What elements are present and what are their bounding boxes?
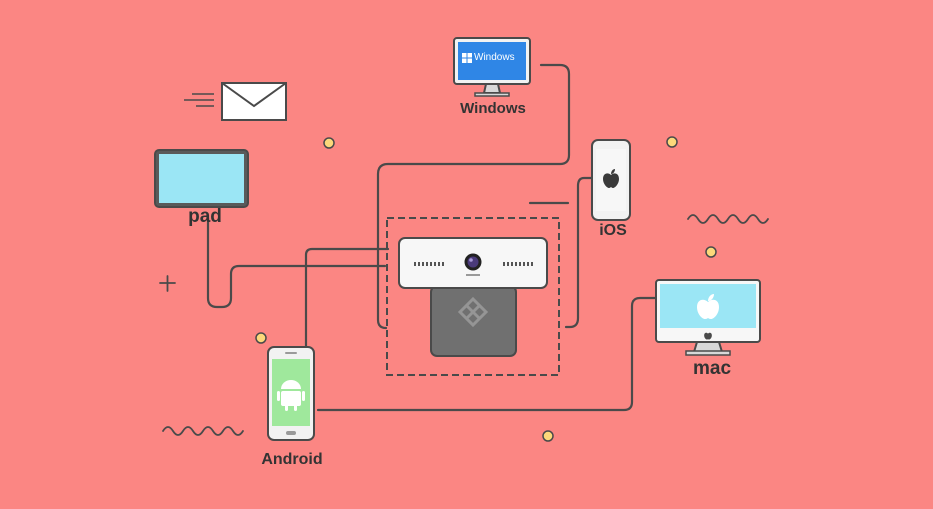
webcam-stand	[431, 286, 516, 356]
webcam	[399, 238, 547, 356]
mac-monitor-base	[686, 351, 730, 355]
squiggle	[163, 427, 243, 435]
pad-screen	[159, 154, 244, 203]
webcam-brand-mark	[466, 274, 480, 276]
mac-label: mac	[672, 358, 752, 380]
envelope-icon	[184, 83, 286, 120]
squiggle	[688, 215, 768, 223]
android-label: Android	[244, 451, 340, 469]
dot	[543, 431, 553, 441]
line-ios	[566, 178, 592, 327]
ios-label: iOS	[590, 222, 636, 240]
android-home-button	[286, 431, 296, 435]
windows-label: Windows	[443, 100, 543, 117]
iphone-device	[592, 140, 630, 220]
dot	[667, 137, 677, 147]
dot	[706, 247, 716, 257]
pad-device	[155, 150, 248, 207]
windows-screen-title: Windows	[474, 52, 534, 63]
line-android	[306, 249, 388, 348]
android-speaker	[285, 352, 297, 354]
apple-logo-icon	[704, 333, 712, 340]
dot	[324, 138, 334, 148]
windows-monitor-base	[475, 93, 509, 96]
windows-monitor-neck	[484, 84, 500, 93]
windows-monitor	[454, 38, 530, 96]
android-device	[268, 347, 314, 440]
pad-label: pad	[170, 206, 240, 228]
mac-monitor	[656, 280, 760, 355]
camera-lens-icon	[465, 254, 482, 271]
plus-icon	[160, 276, 175, 291]
line-pad	[208, 218, 385, 307]
envelope-speed-lines	[184, 94, 214, 106]
dot	[256, 333, 266, 343]
